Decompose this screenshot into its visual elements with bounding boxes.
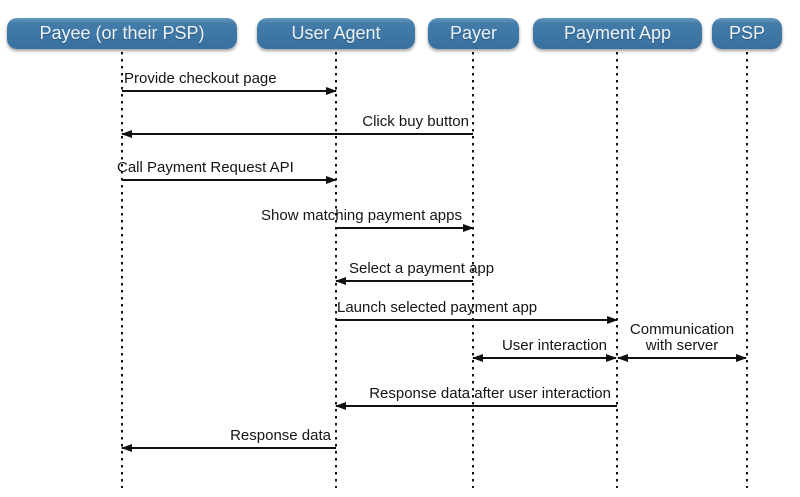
actor-psp-label: PSP [728, 23, 766, 43]
message-response-data-after-user-interaction: Response data after user interaction [335, 384, 617, 410]
message-click-buy-button: Click buy button [121, 112, 473, 138]
message-response-data-label: Response data [230, 427, 331, 444]
message-communication-with-server-label-line1: Communication [629, 321, 735, 338]
actor-payee-label: Payee (or their PSP) [39, 23, 205, 43]
message-select-a-payment-app-label: Select a payment app [349, 260, 495, 277]
actor-payer-label: Payer [449, 23, 498, 43]
arrow-right-icon [122, 87, 337, 95]
lifeline-user-agent [335, 52, 338, 488]
lifeline-payer [472, 52, 475, 488]
arrow-left-icon [121, 444, 336, 452]
actor-payment-app: Payment App [533, 18, 702, 49]
message-response-data: Response data [121, 426, 336, 452]
message-provide-checkout-page: Provide checkout page [122, 69, 337, 95]
arrow-right-icon [122, 176, 337, 184]
actor-psp: PSP [712, 18, 782, 49]
message-provide-checkout-page-label: Provide checkout page [124, 70, 277, 87]
message-user-interaction-label: User interaction [501, 337, 607, 354]
lifeline-psp [746, 52, 749, 488]
message-launch-selected-payment-app-label: Launch selected payment app [337, 299, 538, 316]
message-click-buy-button-label: Click buy button [362, 113, 469, 130]
message-communication-with-server-label-line2: with server [645, 337, 719, 354]
arrow-right-icon [336, 316, 618, 324]
message-communication-with-server: Communication with server [617, 321, 747, 362]
arrow-left-icon [335, 402, 617, 410]
lifeline-payment-app [616, 52, 619, 488]
lifeline-payee [121, 52, 124, 488]
arrow-left-icon [335, 277, 473, 285]
actor-payee: Payee (or their PSP) [7, 18, 237, 49]
message-show-matching-payment-apps: Show matching payment apps [261, 206, 474, 232]
actor-payment-app-label: Payment App [563, 23, 672, 43]
actor-user-agent: User Agent [257, 18, 415, 49]
message-user-interaction: User interaction [472, 336, 617, 362]
arrow-both-icon [617, 354, 747, 362]
actor-user-agent-label: User Agent [291, 23, 381, 43]
arrow-left-icon [121, 130, 473, 138]
actor-payer: Payer [428, 18, 519, 49]
message-launch-selected-payment-app: Launch selected payment app [336, 298, 618, 324]
message-call-payment-request-api: Call Payment Request API [117, 158, 337, 184]
message-response-data-after-user-interaction-label: Response data after user interaction [369, 385, 611, 402]
arrow-both-icon [472, 354, 617, 362]
arrow-right-icon [336, 224, 474, 232]
message-select-a-payment-app: Select a payment app [335, 259, 495, 285]
message-call-payment-request-api-label: Call Payment Request API [117, 159, 294, 176]
message-show-matching-payment-apps-label: Show matching payment apps [261, 207, 462, 224]
